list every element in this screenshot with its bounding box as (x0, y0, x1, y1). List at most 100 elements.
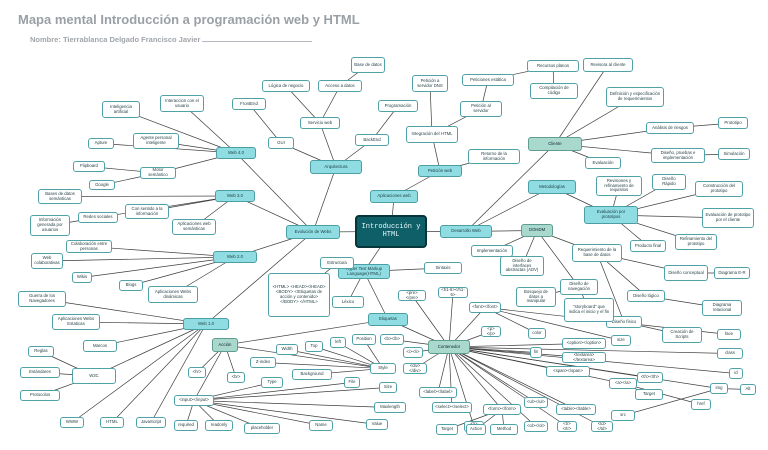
connector-web40-inteligencia_artificial (120, 109, 237, 154)
node-style: Style (370, 363, 396, 374)
node-target2: Target (436, 424, 458, 435)
connector-img-src (622, 388, 720, 416)
connector-contenedor-option (448, 343, 585, 348)
connector-hyper_text-etiquetas (363, 271, 389, 320)
connector-contenedor-pre (411, 295, 450, 348)
node-readonly: readonly (205, 420, 233, 431)
node-bosquejo: Bosquejo de datos a manipular (516, 287, 556, 307)
node-peticion-dns: Petición a servidor DNS (412, 75, 448, 92)
node-w3c: W3C (72, 368, 116, 384)
connector-font-size_attr (484, 307, 622, 341)
node-oohdm: OOHDM (521, 224, 553, 237)
node-arquitectura: Arquitectura (310, 160, 362, 174)
node-storyboard: "storyboard" que indica el inicio y el f… (564, 298, 614, 322)
node-class: class (717, 348, 743, 359)
node-lexico: Léxico (332, 296, 364, 308)
node-placeholder: placeholder (244, 423, 280, 434)
node-evolucion: Evolución de Webs (286, 225, 340, 239)
node-diagrama-er: Diagrama E-R (714, 267, 750, 279)
node-alt: Alt (740, 384, 756, 395)
node-guerra: Guerra de los Navegadores (18, 291, 66, 307)
connector-web30-bases_semanticas (59, 195, 236, 197)
node-face: face (717, 329, 741, 340)
node-zindex: Z-index (250, 357, 276, 368)
node-top: Top (305, 341, 323, 352)
connector-evolucion-web10 (205, 231, 314, 325)
node-tr: <tr></tr> (557, 421, 577, 432)
node-motor-semantico: Motor semántico (140, 167, 176, 179)
node-web20: Web 2.0 (213, 251, 257, 263)
node-implementacion: Implementación (471, 245, 513, 257)
connector-web20-web_colaborativas (46, 256, 236, 262)
node-retorno-info: Retorno de la información (468, 149, 520, 164)
connector-web10-guerra (41, 298, 207, 325)
node-br: <br> (227, 372, 245, 383)
connector-oohdm-diseno_navegacion (536, 230, 580, 288)
connector-desarrollo_web-metodologias (465, 186, 553, 232)
node-left: left (330, 337, 346, 348)
node-ul: <ul></ul> (524, 397, 548, 408)
node-protocolos: Protocolos (20, 390, 60, 401)
node-hn: <h1-6></h1-6> (438, 287, 468, 298)
node-wikis: Wikis (72, 272, 92, 283)
connector-cliente-revisora (554, 64, 609, 145)
connector-web20-wikis (81, 256, 236, 278)
node-compilacion: Compilación de código (530, 83, 578, 99)
node-revisora: Revisora al cliente (583, 58, 633, 72)
node-integracion-html: Integración del HTML (406, 126, 458, 143)
node-backend: BackEnd (355, 134, 389, 146)
node-file: File (344, 377, 360, 388)
node-peticion-web: Petición web (418, 165, 462, 177)
node-blogs: Blogs (119, 280, 143, 291)
node-diseno-pruebas: Diseño, pruebas e implementación (651, 148, 705, 163)
node-td: <td></td> (591, 421, 613, 432)
node-type: Type (261, 377, 283, 388)
node-interaccion-usuario: Interaccion con el usuario (160, 95, 204, 112)
node-web10: Web 1.0 (183, 318, 229, 330)
connector-servicio_web-logica (285, 85, 321, 124)
student-name-line: Nombre: Tierrablanca Delgado Francisco J… (30, 35, 313, 44)
connector-evolucion-arquitectura (312, 166, 337, 233)
node-creacion-scripts: Creación de Scripts (662, 327, 702, 343)
connector-input-name (193, 400, 322, 426)
node-apps-estaticas: Aplicaciones Webs Estaticas (52, 314, 100, 330)
node-recursos-planos: Recursos planos (527, 60, 579, 72)
node-redes-sociales: Redes sociales (78, 212, 118, 223)
connector-input-maxlength (193, 400, 391, 408)
node-colaboracion: Colaboración entre personas (66, 240, 112, 253)
node-diseno-fisico: Diseño físico (606, 316, 642, 328)
connector-contenedor-table (448, 346, 577, 410)
node-peticiones-estatica: Peticiones estática (462, 74, 514, 86)
node-flipboard: Flipboard (73, 161, 105, 172)
node-producto-final: Producto final (630, 240, 666, 252)
node-id: id (729, 368, 743, 379)
connector-contenedor-li (448, 346, 475, 427)
node-marcos: Marcos (83, 340, 117, 352)
connector-web20-colaboracion (88, 246, 236, 258)
node-construccion: Construcción del prototipo (695, 181, 743, 197)
node-metodologias: Metodologías (528, 180, 576, 194)
node-table: <table></table> (556, 404, 596, 415)
node-estandares: Estándares (20, 367, 60, 378)
node-p: <p></p> (481, 326, 501, 337)
node-fin: fin (530, 347, 542, 358)
connector-contenedor-hn (448, 292, 454, 348)
node-peticion-servidor: Petición al servidor (460, 101, 502, 117)
student-label: Nombre: (30, 35, 61, 44)
connector-contenedor-form (448, 346, 503, 410)
node-option: <option></option> (562, 338, 606, 349)
node-analisis-riesgos: Análisis de riesgos (646, 122, 694, 134)
node-eval-cliente: Evaluación de prototipo por el cliente (702, 208, 754, 228)
node-logica: Lógica de negocio (262, 80, 310, 92)
connector-contenedor-tr (448, 346, 568, 427)
node-inteligencia-artificial: Inteligencia artificial (102, 101, 140, 118)
connector-web10-w3c (93, 323, 207, 377)
node-javascript: JavaScript (136, 417, 166, 428)
connector-requerimiento_bd-diseno_fisico (596, 252, 625, 323)
node-font: <font></font> (469, 302, 501, 313)
node-pre: <pre></pre> (398, 290, 426, 301)
node-simulacion: Simulación (718, 148, 750, 160)
node-diseno-navegacion: Diseño de navegación (560, 279, 598, 295)
connector-web10-javascript (150, 323, 207, 423)
node-diseno-logico: Diseño lógico (627, 290, 665, 302)
